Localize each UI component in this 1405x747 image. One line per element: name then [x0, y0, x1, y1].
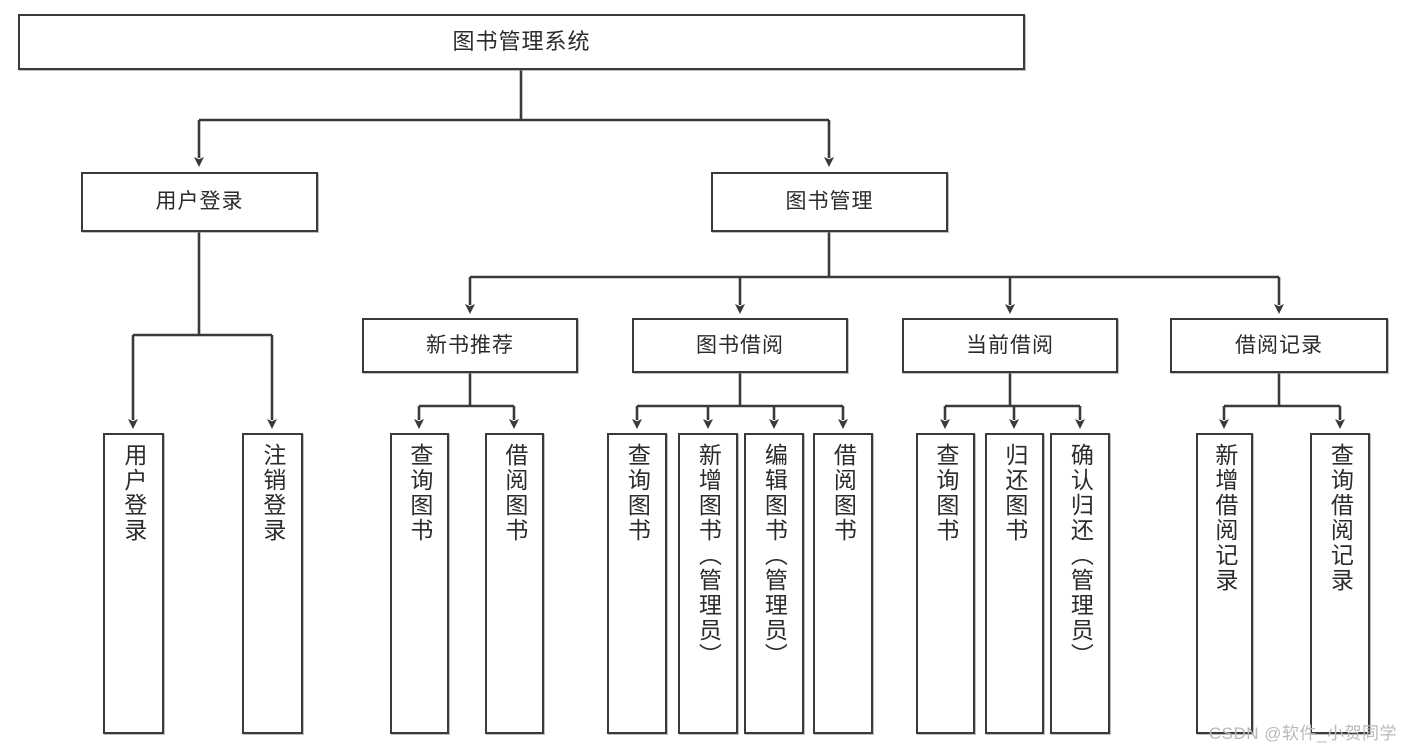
node-leaf-user-login[interactable]: 用户登录 [103, 433, 164, 734]
node-leaf-add-book-label: 新增图书（管理员） [695, 443, 722, 668]
node-current-borrow[interactable]: 当前借阅 [902, 318, 1118, 373]
node-leaf-query-book-1[interactable]: 查询图书 [390, 433, 449, 734]
node-leaf-query-book-3-label: 查询图书 [932, 443, 959, 543]
node-leaf-query-book-2-label: 查询图书 [624, 443, 651, 543]
node-leaf-borrow-book-2-label: 借阅图书 [830, 443, 857, 543]
node-borrow-record[interactable]: 借阅记录 [1170, 318, 1388, 373]
node-root-label: 图书管理系统 [452, 28, 591, 54]
node-book-manage-label: 图书管理 [785, 190, 874, 214]
node-leaf-add-record-label: 新增借阅记录 [1211, 443, 1238, 593]
node-book-borrow[interactable]: 图书借阅 [632, 318, 848, 373]
node-leaf-return-book-label: 归还图书 [1001, 443, 1028, 543]
node-new-book-recommend[interactable]: 新书推荐 [362, 318, 578, 373]
node-leaf-logout-login[interactable]: 注销登录 [242, 433, 303, 734]
node-book-borrow-label: 图书借阅 [696, 333, 784, 357]
node-root-system[interactable]: 图书管理系统 [18, 14, 1025, 70]
node-user-login-label: 用户登录 [155, 190, 244, 214]
node-leaf-edit-book[interactable]: 编辑图书（管理员） [744, 433, 804, 734]
node-leaf-borrow-book-1[interactable]: 借阅图书 [485, 433, 544, 734]
node-leaf-add-record[interactable]: 新增借阅记录 [1196, 433, 1253, 734]
watermark-text: CSDN @软件_小贺同学 [1208, 724, 1397, 743]
node-book-manage[interactable]: 图书管理 [711, 172, 948, 232]
node-leaf-query-book-1-label: 查询图书 [406, 443, 433, 543]
node-leaf-query-record[interactable]: 查询借阅记录 [1310, 433, 1370, 734]
node-leaf-edit-book-label: 编辑图书（管理员） [761, 443, 788, 668]
node-leaf-logout-login-label: 注销登录 [259, 443, 286, 543]
node-borrow-record-label: 借阅记录 [1235, 333, 1323, 357]
node-leaf-borrow-book-2[interactable]: 借阅图书 [813, 433, 873, 734]
node-new-book-recommend-label: 新书推荐 [426, 333, 514, 357]
node-leaf-add-book[interactable]: 新增图书（管理员） [678, 433, 738, 734]
node-leaf-query-book-3[interactable]: 查询图书 [916, 433, 975, 734]
node-leaf-user-login-label: 用户登录 [120, 443, 147, 543]
node-leaf-confirm-return[interactable]: 确认归还（管理员） [1050, 433, 1110, 734]
node-leaf-confirm-return-label: 确认归还（管理员） [1067, 443, 1094, 668]
node-leaf-return-book[interactable]: 归还图书 [985, 433, 1044, 734]
node-leaf-borrow-book-1-label: 借阅图书 [501, 443, 528, 543]
node-leaf-query-book-2[interactable]: 查询图书 [607, 433, 667, 734]
node-user-login[interactable]: 用户登录 [81, 172, 318, 232]
node-current-borrow-label: 当前借阅 [966, 333, 1054, 357]
node-leaf-query-record-label: 查询借阅记录 [1327, 443, 1354, 593]
